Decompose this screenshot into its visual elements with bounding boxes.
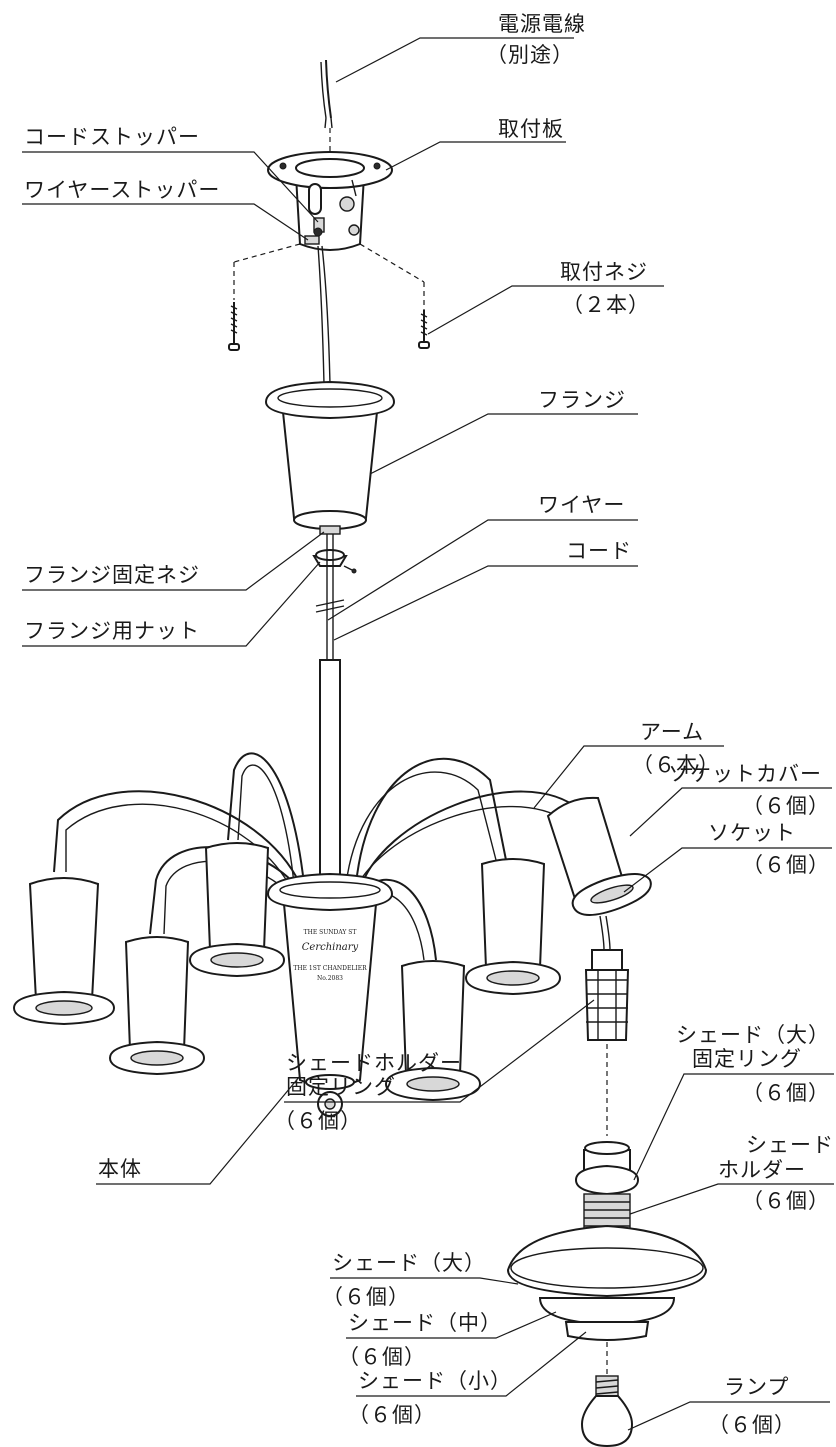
cord-upper xyxy=(321,245,331,385)
label-holder-ring-line1: シェードホルダー xyxy=(286,1051,462,1075)
label-shade-large-ring-line1: シェード（大） xyxy=(676,1023,830,1047)
brand-logo: Cerchinary xyxy=(302,942,359,953)
mounting-screw-left xyxy=(228,302,240,351)
shade-large-fixing-ring xyxy=(574,1141,640,1196)
stem-break xyxy=(315,599,345,613)
label-cord: コード xyxy=(566,539,632,563)
label-arm-qty: （６本） xyxy=(632,753,720,777)
label-shade-large: シェード（大） xyxy=(332,1251,486,1275)
leader-power-cable xyxy=(335,37,574,83)
label-shade-small-qty: （６個） xyxy=(348,1403,436,1427)
label-cord-stopper: コードストッパー xyxy=(24,125,200,149)
label-flange-fixing-screw: フランジ固定ネジ xyxy=(24,563,200,587)
socket-unit-5 xyxy=(384,960,482,1102)
label-power-cable: 電源電線 xyxy=(498,12,586,36)
wire-upper xyxy=(317,245,325,385)
leader-flange-fixing-screw xyxy=(22,531,325,591)
leader-shade-holder xyxy=(629,1183,834,1215)
brand-line-bottom: No.2083 xyxy=(317,975,343,982)
leader-cord xyxy=(333,565,638,641)
leader-wire xyxy=(327,519,638,621)
leader-flange-nut xyxy=(22,561,321,647)
label-mounting-screw-qty: （２本） xyxy=(562,293,650,317)
leader-lamp xyxy=(627,1401,830,1431)
shade-medium xyxy=(538,1297,676,1326)
leader-body xyxy=(96,1075,301,1185)
label-shade-holder-line2: ホルダー xyxy=(718,1158,806,1182)
label-wire: ワイヤー xyxy=(538,493,625,517)
label-holder-ring-qty: （６個） xyxy=(274,1109,362,1133)
leader-socket-cover xyxy=(629,787,832,837)
leader-shade-medium xyxy=(346,1311,557,1339)
leader-shade-small xyxy=(356,1331,587,1397)
label-shade-holder-qty: （６個） xyxy=(742,1189,830,1213)
leader-shade-large-ring xyxy=(633,1073,834,1181)
label-mounting-screw: 取付ネジ xyxy=(560,260,648,284)
label-shade-large-qty: （６個） xyxy=(322,1285,410,1309)
center-stem xyxy=(319,659,341,881)
label-mounting-plate: 取付板 xyxy=(498,117,564,141)
leader-shade-large xyxy=(330,1277,519,1285)
leader-mounting-screw xyxy=(427,285,664,335)
power-cable xyxy=(320,59,333,129)
leader-mounting-plate xyxy=(385,141,566,171)
label-socket: ソケット xyxy=(708,821,796,845)
brand-line-mid: THE 1ST CHANDELIER xyxy=(293,965,367,972)
socket-unit-2 xyxy=(108,936,206,1076)
shade-large xyxy=(506,1224,708,1298)
socket-unit-1 xyxy=(12,877,116,1026)
socket-cord-2 xyxy=(605,915,611,951)
lamp xyxy=(580,1375,634,1447)
socket xyxy=(584,949,630,1041)
mounting-plate xyxy=(267,151,393,251)
mounting-screw-right xyxy=(418,310,430,349)
leader-socket xyxy=(623,847,832,893)
screw-guide-right xyxy=(359,243,425,283)
shade-small xyxy=(564,1321,650,1341)
arms xyxy=(53,752,591,961)
flange-fixing-screw xyxy=(319,525,341,535)
label-socket-cover: ソケットカバー xyxy=(668,762,822,786)
leader-holder-ring xyxy=(284,999,595,1103)
label-shade-large-ring-qty: （６個） xyxy=(742,1081,830,1105)
leader-wire-stopper xyxy=(22,203,309,241)
label-socket-cover-qty: （６個） xyxy=(742,794,830,818)
leader-arm xyxy=(533,745,724,809)
socket-unit-4 xyxy=(464,858,562,996)
label-flange-nut: フランジ用ナット xyxy=(24,619,200,643)
socket-cover xyxy=(546,796,652,916)
screw-guide-left xyxy=(233,243,301,263)
label-lamp-qty: （６個） xyxy=(708,1413,796,1437)
label-arm: アーム xyxy=(640,720,704,744)
label-lamp: ランプ xyxy=(724,1375,789,1399)
label-shade-medium-qty: （６個） xyxy=(338,1345,426,1369)
label-shade-large-ring-line2: 固定リング xyxy=(692,1047,802,1071)
socket-cord xyxy=(599,915,605,951)
brand-line-top: THE SUNDAY ST xyxy=(304,929,357,936)
label-body: 本体 xyxy=(98,1157,142,1181)
label-shade-holder-line1: シェード xyxy=(746,1133,834,1157)
wire-stopper xyxy=(304,227,323,245)
flange xyxy=(264,380,396,530)
leader-flange xyxy=(369,413,638,475)
flange-nut xyxy=(312,549,357,574)
body: THE SUNDAY ST Cerchinary THE 1ST CHANDEL… xyxy=(266,872,394,1117)
label-flange: フランジ xyxy=(538,388,626,412)
label-wire-stopper: ワイヤーストッパー xyxy=(24,178,220,202)
leader-cord-stopper xyxy=(22,151,319,223)
label-shade-small: シェード（小） xyxy=(358,1369,512,1393)
label-holder-ring-line2: 固定リング xyxy=(286,1075,396,1099)
socket-unit-3 xyxy=(188,842,286,978)
label-power-cable-note: （別途） xyxy=(486,43,574,67)
label-shade-medium: シェード（中） xyxy=(348,1311,502,1335)
label-socket-qty: （６個） xyxy=(742,853,830,877)
